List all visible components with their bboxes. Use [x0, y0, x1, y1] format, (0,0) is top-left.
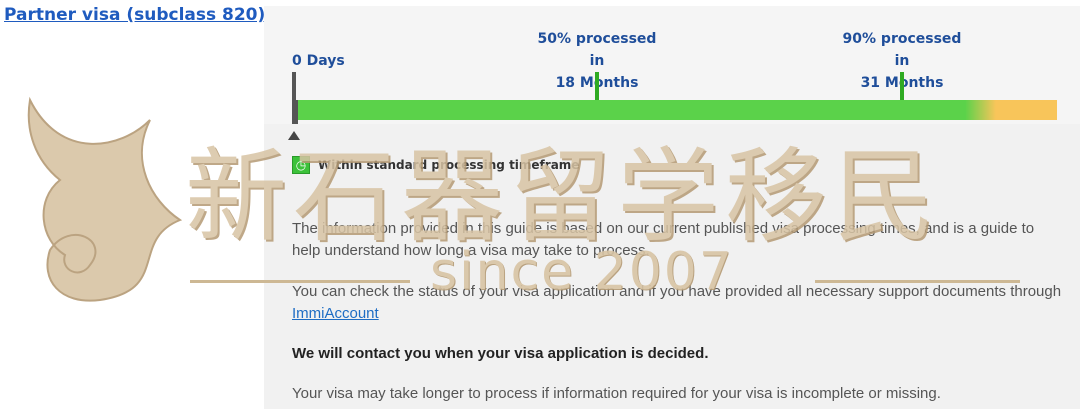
processing-status: ◷ Within standard processing timeframe	[292, 156, 579, 174]
immiaccount-link[interactable]: ImmiAccount	[292, 305, 379, 322]
current-position-indicator	[292, 100, 298, 124]
guide-info-paragraph: The information provided in this guide i…	[292, 220, 1035, 259]
milestone-90: 90% processed in 31 Months	[839, 28, 965, 94]
milestone-90-tick	[900, 72, 904, 102]
milestone-90-title: 90% processed in	[842, 31, 962, 69]
status-text: Within standard processing timeframe	[318, 158, 580, 172]
milestone-50-tick	[595, 72, 599, 102]
status-check-text: You can check the status of your visa ap…	[292, 283, 1062, 300]
processing-time-panel: 0 Days 50% processed in 18 Months 90% pr…	[264, 6, 1080, 409]
milestone-50-title: 50% processed in	[537, 31, 657, 69]
processing-time-bar	[292, 100, 1057, 120]
clock-check-icon: ◷	[292, 156, 310, 174]
current-position-arrow-icon	[288, 131, 300, 140]
contact-notice: We will contact you when your visa appli…	[292, 345, 709, 362]
status-check-paragraph: You can check the status of your visa ap…	[292, 281, 1062, 325]
visa-title-link[interactable]: Partner visa (subclass 820)	[4, 5, 266, 25]
watermark-logo-icon	[27, 96, 183, 302]
start-tick	[292, 72, 296, 106]
delay-notice: Your visa may take longer to process if …	[292, 385, 941, 402]
start-label: 0 Days	[292, 53, 345, 69]
